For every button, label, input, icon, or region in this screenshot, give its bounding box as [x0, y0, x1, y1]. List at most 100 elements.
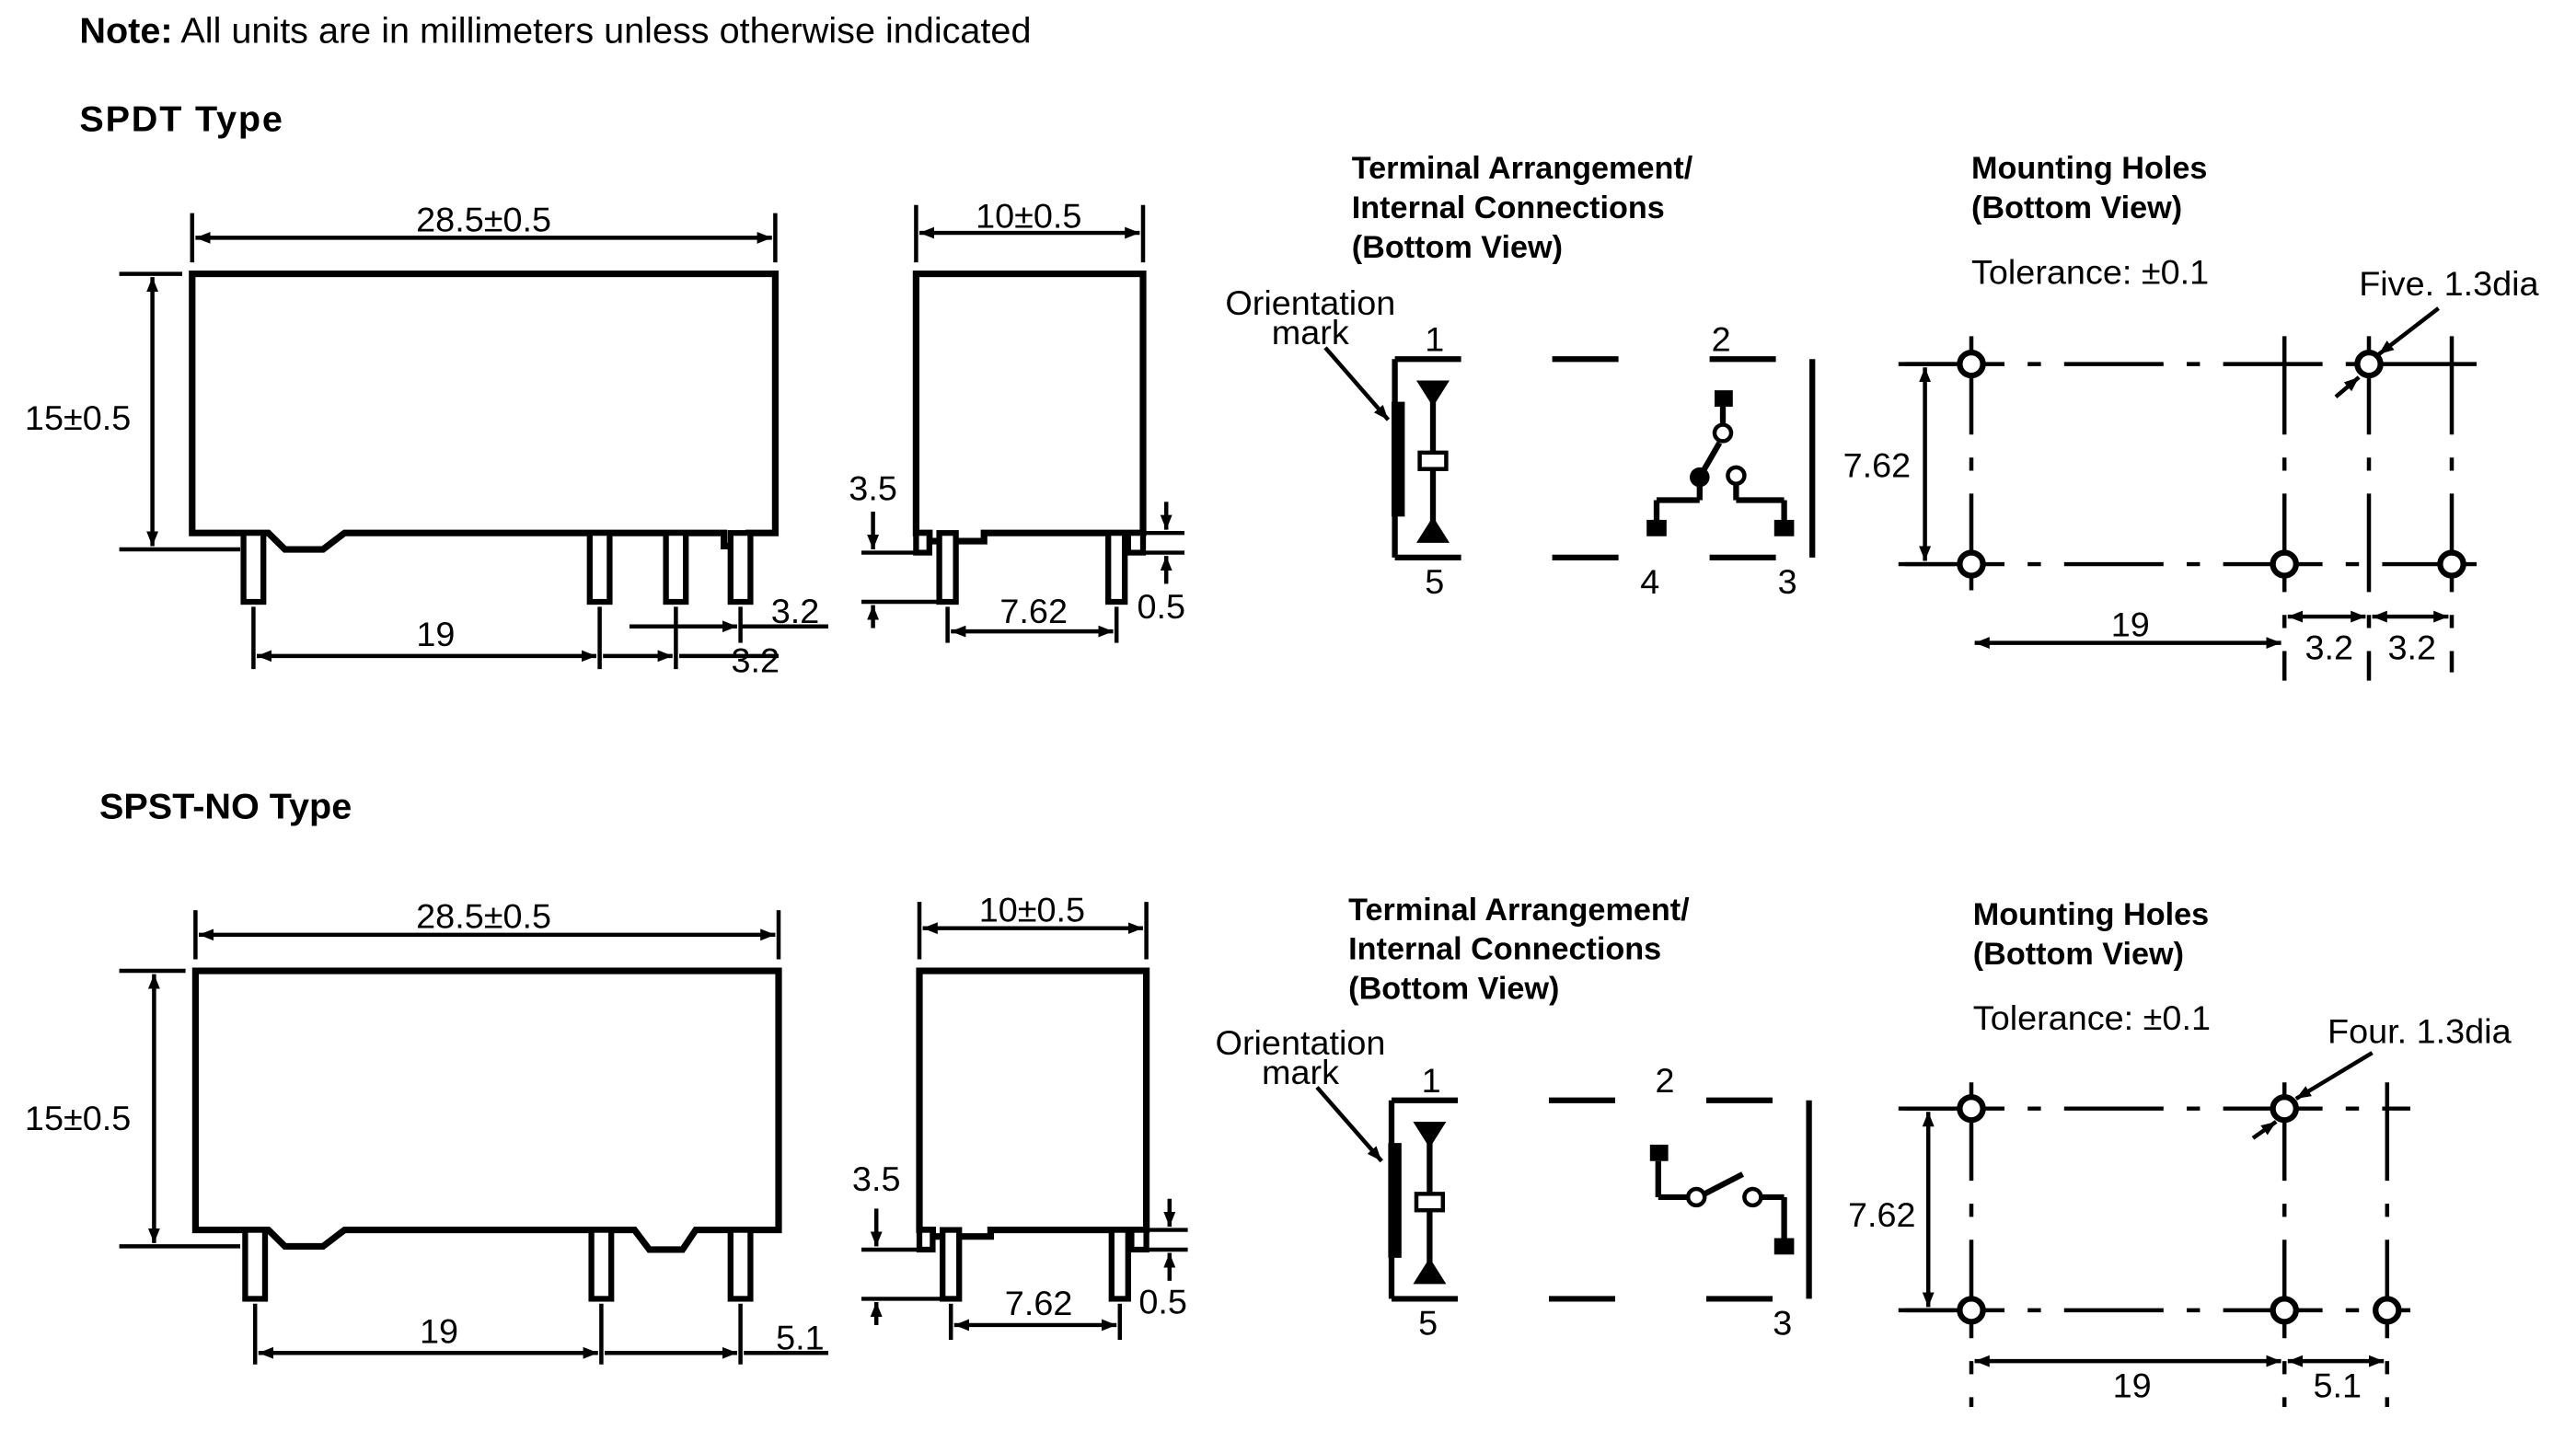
spst-end-view: 10±0.5 3.5 7.62 0.5	[852, 891, 1188, 1340]
spdt-end-tab	[1125, 530, 1147, 556]
spst-width-dimension: 10±0.5	[979, 891, 1085, 929]
spdt-pin	[663, 530, 689, 605]
spst-title: SPST-NO Type	[99, 786, 352, 826]
spst-coil	[1414, 1192, 1446, 1213]
spdt-holes-pitch: 19	[2111, 605, 2150, 644]
spst-end-pin	[1108, 1227, 1131, 1302]
spdt-orientation-label-2: mark	[1272, 313, 1349, 352]
spdt-pin-pitch-3-2-a: 3.2	[771, 592, 820, 630]
spst-end-pin	[940, 1227, 963, 1302]
spdt-mounting-hole	[1957, 549, 1986, 579]
spdt-end-tab	[913, 530, 932, 556]
spst-terminal-1-label: 1	[1422, 1061, 1441, 1100]
spdt-relay-body-end	[912, 271, 1147, 545]
spst-holes-pitch: 19	[2113, 1367, 2152, 1405]
spdt-holes-pitch-3: 3.2	[2388, 629, 2437, 667]
spdt-terminal-2-label: 2	[1712, 320, 1731, 359]
spdt-relay-body-side	[189, 271, 779, 553]
spdt-pin-thickness-dimension: 0.5	[1138, 587, 1186, 626]
spst-contact	[1685, 1186, 1707, 1208]
spdt-coil-terminal	[1416, 516, 1450, 543]
spst-terminal-pad	[1773, 1238, 1795, 1255]
spst-mounting-hole	[1957, 1296, 1986, 1325]
spdt-holes-callout: Five. 1.3dia	[2359, 264, 2538, 303]
spst-terminal-arrangement: Terminal Arrangement/ Internal Connectio…	[1216, 893, 1812, 1343]
spdt-holes-title-1: Mounting Holes	[1971, 151, 2207, 186]
spdt-terminal-5-label: 5	[1425, 562, 1444, 601]
spst-terminal-title-1: Terminal Arrangement/	[1348, 893, 1690, 928]
spdt-pin	[727, 530, 754, 605]
spdt-orientation-label: Orientation	[1225, 283, 1395, 322]
spdt-terminal-4-label: 4	[1640, 562, 1659, 601]
spst-pin-pitch-dimension: 19	[420, 1312, 458, 1351]
spdt-terminal-pad	[1646, 519, 1667, 536]
spst-section: SPST-NO Type 28.5±0.5 15±0.5 19 5.1	[25, 786, 2512, 1408]
spdt-side-view: 28.5±0.5 15±0.5 19 3.2 3.2	[25, 200, 828, 680]
spst-pin	[588, 1227, 615, 1302]
spst-end-tab	[1128, 1227, 1149, 1253]
spst-holes-row-spacing: 7.62	[1848, 1195, 1916, 1234]
spst-side-view: 28.5±0.5 15±0.5 19 5.1	[25, 897, 828, 1365]
spdt-no-contact	[1726, 465, 1747, 486]
spdt-end-pin-pitch-dimension: 7.62	[999, 592, 1068, 630]
spdt-end-pin	[936, 530, 959, 605]
spst-coil-terminal	[1413, 1257, 1447, 1285]
spdt-coil-terminal	[1416, 380, 1450, 407]
spst-mounting-hole	[2270, 1094, 2299, 1124]
spdt-mounting-hole	[2437, 549, 2466, 579]
spst-pin-thickness-dimension: 0.5	[1138, 1283, 1187, 1321]
spst-holes-title-2: (Bottom View)	[1973, 937, 2184, 972]
spst-contact	[1742, 1186, 1763, 1208]
spdt-terminal-pad	[1715, 390, 1733, 407]
spdt-orientation-mark	[1392, 401, 1405, 517]
spst-pin	[727, 1227, 754, 1302]
spdt-section: SPDT Type 28.5±0.5 15±0.5 19	[25, 99, 2539, 681]
spst-mounting-holes: Mounting Holes (Bottom View) Tolerance: …	[1848, 897, 2512, 1408]
spst-relay-body-side	[191, 967, 782, 1253]
spst-mounting-hole	[1957, 1094, 1986, 1124]
spst-pin-pitch-5-1: 5.1	[776, 1319, 825, 1357]
spdt-coil	[1417, 450, 1449, 471]
spst-relay-body-end	[916, 967, 1150, 1240]
spdt-terminal-arrangement: Terminal Arrangement/ Internal Connectio…	[1225, 151, 1816, 601]
spst-holes-pitch-2: 5.1	[2314, 1367, 2362, 1405]
spdt-holes-row-spacing: 7.62	[1843, 446, 1912, 485]
spst-orientation-mark	[1388, 1143, 1402, 1258]
spdt-mounting-holes: Mounting Holes (Bottom View) Tolerance: …	[1843, 151, 2539, 681]
spdt-terminal-pad	[1773, 519, 1795, 536]
spdt-holes-tolerance: Tolerance: ±0.1	[1971, 252, 2209, 291]
spst-coil-terminal	[1413, 1121, 1447, 1148]
spdt-holes-pitch-2: 3.2	[2305, 629, 2354, 667]
spst-holes-callout: Four. 1.3dia	[2328, 1012, 2512, 1051]
spdt-terminal-1-label: 1	[1425, 320, 1444, 359]
spst-end-pin-pitch-dimension: 7.62	[1005, 1284, 1073, 1322]
spst-terminal-5-label: 5	[1418, 1304, 1438, 1343]
spdt-title: SPDT Type	[79, 99, 283, 140]
spdt-terminal-3-label: 3	[1778, 562, 1797, 601]
spdt-length-dimension: 28.5±0.5	[416, 200, 551, 238]
spst-holes-title-1: Mounting Holes	[1973, 897, 2209, 932]
spdt-pin-length-dimension: 3.5	[849, 469, 897, 508]
spst-height-dimension: 15±0.5	[25, 1099, 131, 1137]
spst-terminal-3-label: 3	[1773, 1304, 1792, 1343]
spdt-pin	[240, 530, 267, 605]
spdt-terminal-title-2: Internal Connections	[1352, 190, 1665, 225]
spdt-end-pin	[1105, 530, 1128, 605]
spst-end-tab	[916, 1227, 936, 1253]
spst-pin	[242, 1227, 269, 1302]
spdt-mounting-hole	[2354, 350, 2384, 379]
spst-holes-tolerance: Tolerance: ±0.1	[1973, 998, 2211, 1037]
spst-terminal-2-label: 2	[1655, 1061, 1674, 1100]
spdt-pin-pitch-3-2-b: 3.2	[732, 641, 780, 680]
spst-orientation-label: Orientation	[1216, 1023, 1386, 1062]
spst-orientation-label-2: mark	[1262, 1053, 1339, 1091]
spdt-width-dimension: 10±0.5	[976, 197, 1081, 236]
spdt-nc-contact	[1712, 422, 1734, 444]
spst-mounting-hole	[2373, 1296, 2402, 1325]
spdt-pin-pitch-dimension: 19	[416, 615, 455, 653]
units-note: Note: All units are in millimeters unles…	[79, 11, 1031, 52]
spdt-mounting-hole	[1957, 350, 1986, 379]
spdt-pin	[586, 530, 613, 605]
spdt-terminal-title-3: (Bottom View)	[1352, 230, 1563, 265]
